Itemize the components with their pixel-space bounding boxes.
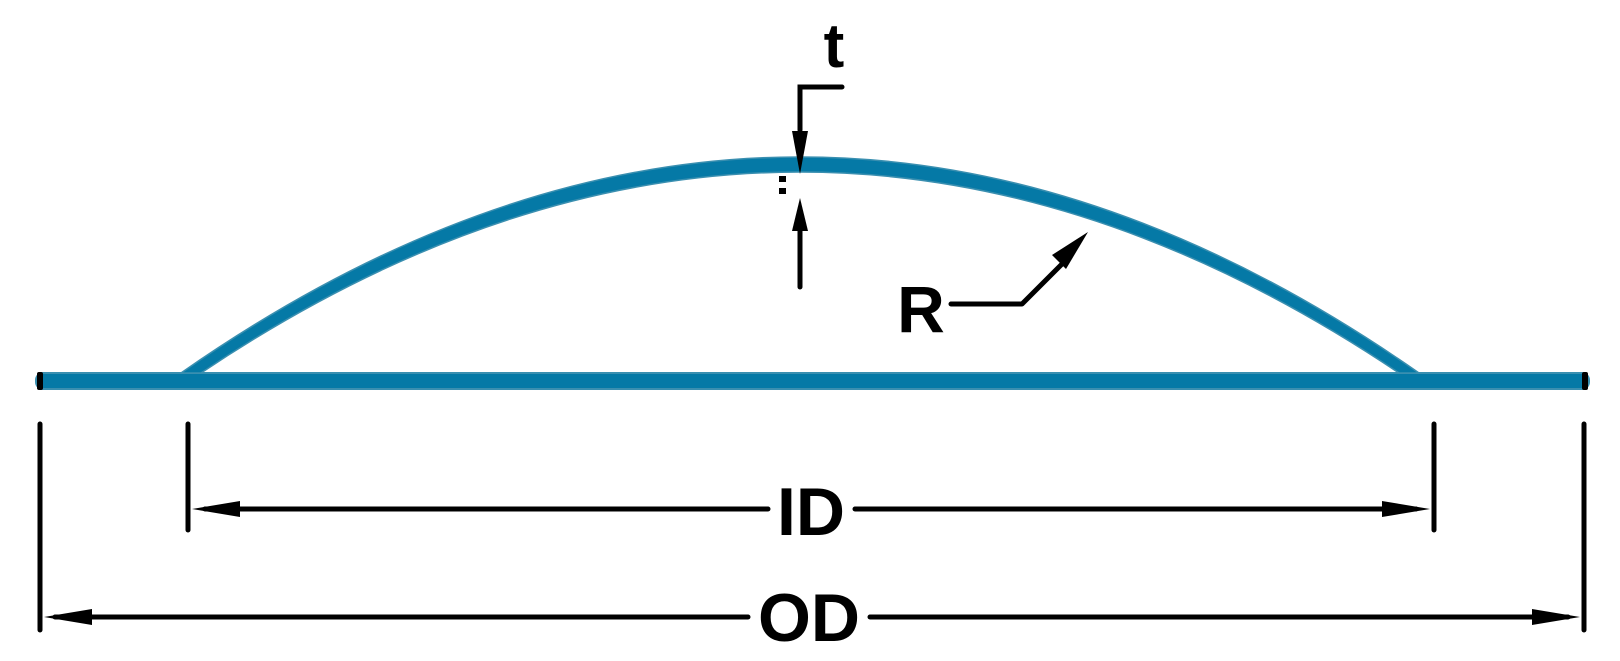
od-arrow-left bbox=[44, 609, 92, 625]
labels: t R ID OD bbox=[758, 12, 945, 656]
dome-crown bbox=[178, 156, 1422, 374]
radius-leader bbox=[948, 260, 1066, 307]
left-end-mark bbox=[37, 372, 43, 390]
thickness-leader bbox=[797, 84, 845, 133]
id-arrow-left bbox=[192, 501, 240, 517]
od-arrow-right bbox=[1532, 609, 1580, 625]
od-dimension bbox=[37, 421, 1587, 633]
right-end-mark bbox=[1582, 372, 1588, 390]
thickness-arrow-bottom bbox=[792, 198, 808, 231]
thickness-marker-top bbox=[779, 176, 786, 182]
id-label: ID bbox=[777, 474, 845, 550]
id-dimension bbox=[185, 421, 1437, 533]
thickness-dimension bbox=[792, 84, 845, 290]
thickness-arrow-top bbox=[792, 131, 808, 174]
thickness-marker-bottom bbox=[779, 188, 786, 194]
disc-part bbox=[35, 156, 1590, 390]
radius-arrow bbox=[1052, 232, 1088, 269]
thickness-label: t bbox=[824, 12, 845, 81]
radius-dimension bbox=[948, 232, 1088, 307]
id-arrow-right bbox=[1382, 501, 1430, 517]
flange-bar bbox=[35, 372, 1590, 390]
od-label: OD bbox=[758, 580, 860, 656]
radius-label: R bbox=[897, 272, 945, 346]
